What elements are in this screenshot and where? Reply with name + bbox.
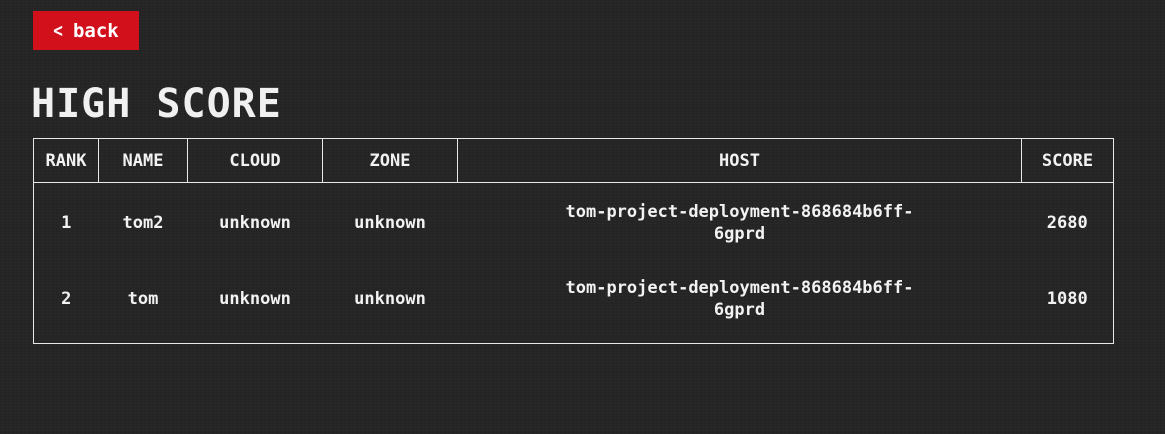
back-button-label: back [72, 19, 119, 42]
score-cell: 1080 [1046, 289, 1088, 309]
page-title: HIGH SCORE [31, 81, 282, 127]
table-row: 2 tom unknown unknown tom-project-deploy… [34, 261, 1114, 344]
zone-cell: unknown [354, 213, 426, 233]
high-score-table: RANK NAME CLOUD ZONE HOST SCORE 1 tom2 u… [33, 138, 1114, 344]
column-header-zone: ZONE [322, 138, 458, 183]
back-button[interactable]: < back [33, 11, 139, 50]
host-line-2: 6gprd [713, 300, 766, 320]
host-line-1: tom-project-deployment-868684b6ff- [565, 202, 914, 222]
host-line-1: tom-project-deployment-868684b6ff- [565, 278, 914, 298]
cloud-cell: unknown [219, 289, 291, 309]
zone-cell: unknown [354, 289, 426, 309]
rank-cell: 1 [61, 213, 72, 233]
cloud-cell: unknown [219, 213, 291, 233]
table-row: 1 tom2 unknown unknown tom-project-deplo… [34, 183, 1114, 262]
column-header-cloud: CLOUD [187, 138, 323, 183]
column-header-score: SCORE [1021, 138, 1114, 183]
host-line-2: 6gprd [713, 224, 766, 244]
column-header-rank: RANK [33, 138, 99, 183]
name-cell: tom2 [122, 213, 164, 233]
host-cell: tom-project-deployment-868684b6ff- 6gprd [458, 183, 1022, 262]
host-cell: tom-project-deployment-868684b6ff- 6gprd [458, 261, 1022, 344]
name-cell: tom [127, 289, 159, 309]
chevron-left-icon: < [53, 19, 63, 42]
score-cell: 2680 [1046, 213, 1088, 233]
rank-cell: 2 [61, 289, 72, 309]
table-header-row: RANK NAME CLOUD ZONE HOST SCORE [33, 138, 1114, 183]
column-header-host: HOST [457, 138, 1022, 183]
column-header-name: NAME [98, 138, 188, 183]
